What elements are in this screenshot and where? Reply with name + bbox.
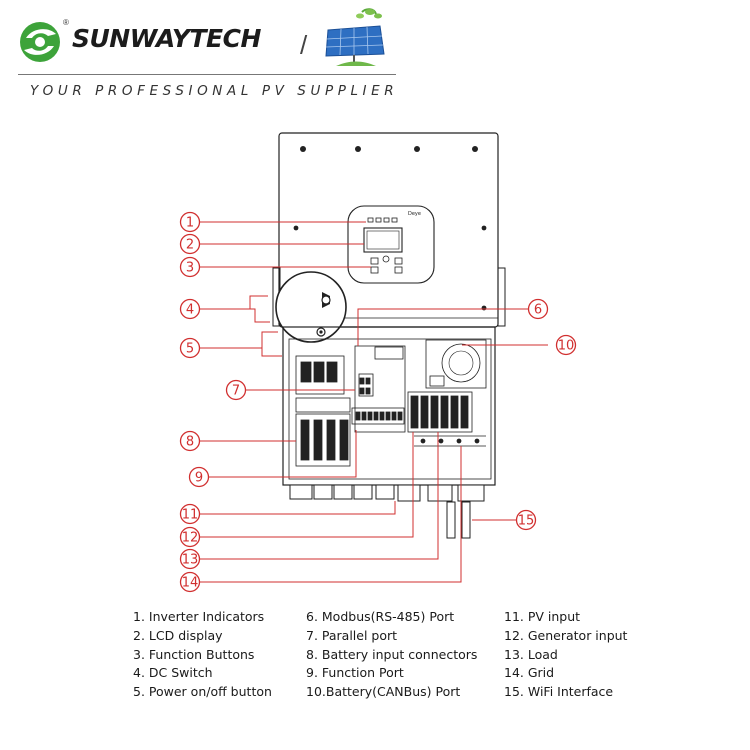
callout-circle-10 <box>555 334 577 356</box>
callout-circle-12 <box>179 526 201 548</box>
registered-mark: ® <box>63 18 69 27</box>
callout-circle-15 <box>515 509 537 531</box>
callout-circle-1 <box>179 211 201 233</box>
callout-label-3: 3 <box>186 261 194 276</box>
callout-markers <box>179 211 577 593</box>
callout-circle-9 <box>188 466 210 488</box>
internal-components <box>295 339 487 467</box>
cable-glands <box>289 484 485 539</box>
callout-label-13: 13 <box>182 553 199 568</box>
callout-circle-11 <box>179 503 201 525</box>
callout-circle-8 <box>179 430 201 452</box>
callout-circle-13 <box>179 548 201 570</box>
callout-label-2: 2 <box>186 238 194 253</box>
callout-label-1: 1 <box>186 216 194 231</box>
callout-circle-4 <box>179 298 201 320</box>
callout-label-8: 8 <box>186 435 194 450</box>
callout-circle-2 <box>179 233 201 255</box>
callout-label-15: 15 <box>518 514 535 529</box>
tagline: YOUR PROFESSIONAL PV SUPPLIER <box>30 83 399 99</box>
function-buttons <box>370 255 403 274</box>
callout-leader-lines <box>199 221 548 583</box>
callout-label-7: 7 <box>232 384 240 399</box>
inverter-indicators <box>367 217 398 223</box>
callout-label-6: 6 <box>534 303 542 318</box>
callout-label-12: 12 <box>182 531 199 546</box>
solar-panel-icon <box>325 8 385 66</box>
callout-circle-5 <box>179 337 201 359</box>
callout-label-10: 10 <box>558 339 575 354</box>
header-divider <box>18 74 396 75</box>
dc-switch-magnifier <box>275 271 347 343</box>
callout-label-9: 9 <box>195 471 203 486</box>
callout-label-4: 4 <box>186 303 194 318</box>
callout-label-5: 5 <box>186 342 194 357</box>
callout-circle-7 <box>225 379 247 401</box>
callout-label-11: 11 <box>182 508 199 523</box>
brand-name: SUNWAYTECH <box>72 24 261 53</box>
callout-circle-14 <box>179 571 201 593</box>
sunwaytech-logo-icon <box>20 22 60 62</box>
header: ® SUNWAYTECH / YOUR PROFESSIONAL PV SUPP… <box>0 0 750 110</box>
callout-circle-6 <box>527 298 549 320</box>
callout-circle-3 <box>179 256 201 278</box>
brand-separator: / <box>300 30 308 60</box>
callout-label-14: 14 <box>182 576 199 591</box>
panel-brand-label: Deye <box>408 211 421 217</box>
